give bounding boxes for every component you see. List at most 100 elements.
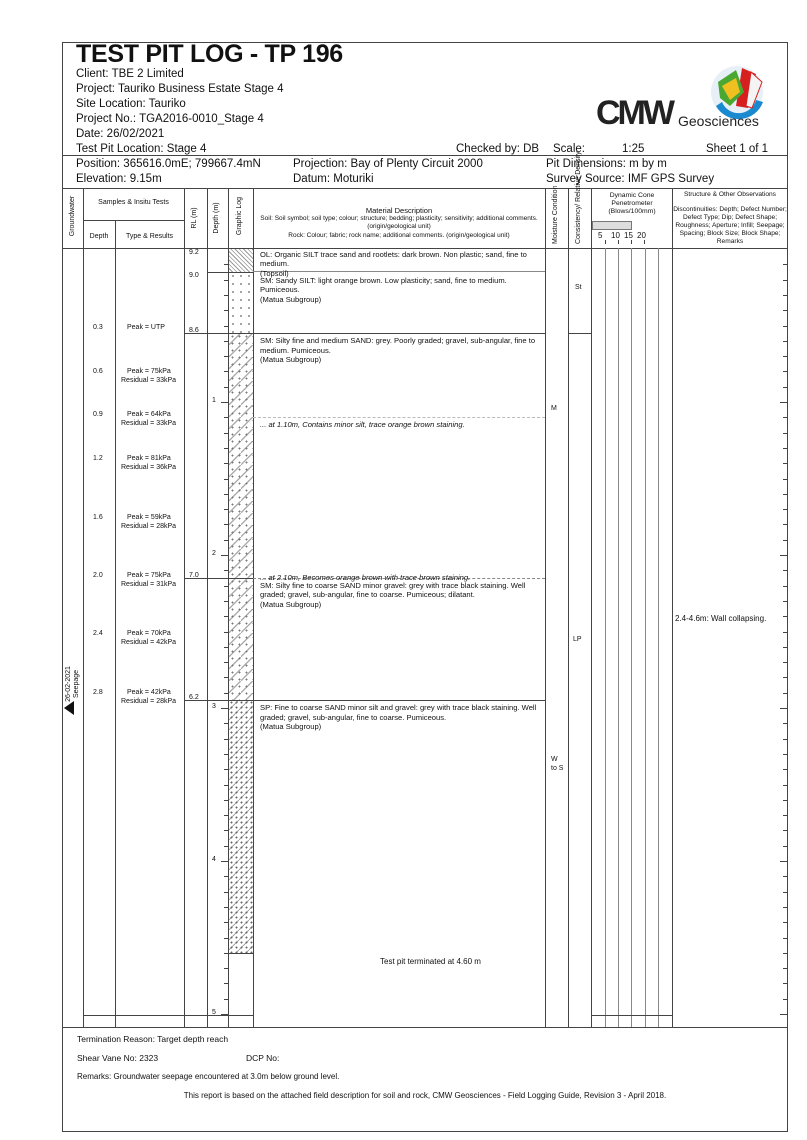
col-graphic-log: Graphic Log [236,196,243,236]
depth-scale-label: 3 [212,703,216,710]
page-depth-tick [783,738,788,740]
column-line [207,188,208,1027]
note-boundary [253,417,545,419]
description-line: SP: Fine to coarse SAND minor silt and g… [260,703,537,722]
depth-tick [224,983,228,985]
consistency-value: St [575,284,582,291]
page-depth-tick [783,294,788,296]
dcp-grid-line [605,248,606,1027]
depth-scale-label: 5 [212,1009,216,1016]
depth-tick [224,417,228,419]
depth-tick [224,646,228,648]
col-structure-sub: Discontinuities: Depth; Defect Number; D… [673,206,787,245]
depth-tick [224,784,228,786]
column-line [83,188,84,1027]
graphic-sand [229,700,253,953]
page-depth-tick [783,340,788,342]
project: Project: Tauriko Business Estate Stage 4 [76,83,284,95]
dcp-no: DCP No: [246,1053,280,1063]
page-depth-tick [783,570,788,572]
page-depth-tick [783,815,788,817]
sample-result: Peak = 75kPa [127,572,171,579]
column-line [228,188,229,1027]
depth-tick [224,815,228,817]
divider [62,248,788,249]
pit-dimensions: Pit Dimensions: m by m [546,158,667,170]
page-depth-tick [783,509,788,511]
layer-description: SM: Sandy SILT: light orange brown. Low … [260,276,540,304]
page-depth-tick [780,708,788,709]
rl-value: 7.0 [189,571,199,579]
svg-text:Geosciences: Geosciences [678,113,759,129]
page-depth-tick [783,952,788,954]
dcp-tick [605,240,606,244]
description-line: (Matua Subgroup) [260,722,322,732]
depth-tick [224,769,228,771]
page-depth-tick [783,600,788,602]
rl-value: 9.0 [189,271,199,279]
sample-depth: 2.0 [93,572,103,579]
page-depth-tick [783,432,788,434]
sample-result: Peak = 64kPa [127,411,171,419]
layer-description: SM: Silty fine to coarse SAND minor grav… [260,581,540,609]
moisture-value: M [551,405,557,412]
sample-depth: 0.3 [93,323,103,331]
page-depth-tick [783,692,788,694]
page-depth-tick [783,769,788,771]
depth-tick [224,662,228,664]
page-depth-tick [783,356,788,358]
termination-text: Test pit terminated at 4.60 m [380,957,481,966]
depth-tick [224,677,228,679]
depth-tick [224,906,228,908]
page-depth-tick [783,631,788,633]
dcp-grid-line [631,248,632,1027]
dcp-tick-label: 15 [624,231,633,240]
divider [62,155,788,156]
page-depth-tick [783,998,788,1000]
depth-tick [224,264,228,266]
column-line [591,188,592,1027]
depth-tick [224,876,228,878]
page-depth-tick [783,876,788,878]
sheet-number: Sheet 1 of 1 [706,143,769,155]
depth-tick [224,356,228,358]
page-title: TEST PIT LOG - TP 196 [76,40,343,68]
column-line [83,1015,253,1016]
depth-tick [224,692,228,694]
page-depth-tick [783,845,788,847]
page-depth-tick [783,616,788,618]
moisture-value: W to S [551,756,564,772]
sample-result: Residual = 28kPa [121,697,177,705]
position: Position: 365616.0mE; 799667.4mN [76,158,261,170]
column-line [115,220,116,1027]
page-depth-tick [783,264,788,266]
page-depth-tick [783,524,788,526]
depth-tick [224,539,228,541]
page-depth-tick [780,861,788,862]
depth-tick [224,570,228,572]
description-line: OL: Organic SILT trace sand and rootlets… [260,250,527,269]
layer-description: OL: Organic SILT trace sand and rootlets… [260,250,540,278]
page-depth-tick [783,310,788,312]
divider [83,220,184,221]
depth-scale-label: 1 [212,397,216,404]
depth-tick [224,524,228,526]
dcp-tick-label: 20 [637,231,646,240]
graphic-topsoil [229,249,253,272]
page-depth-tick [780,1014,788,1015]
rl-value: 9.2 [189,249,199,256]
layer-description: SM: Silty fine and medium SAND: grey. Po… [260,336,540,364]
description-line: SM: Silty fine to coarse SAND minor grav… [260,580,526,600]
column-line [672,188,673,1027]
page-depth-tick [783,371,788,373]
depth-tick [224,310,228,312]
col-dcp: Dynamic Cone Penetrometer (Blows/100mm) [608,192,656,215]
description-line: SM: Sandy SILT: light orange brown. Low … [260,275,507,295]
depth-tick [224,799,228,801]
page-depth-tick [783,753,788,755]
description-line: (Topsoil) [260,268,289,278]
description-line: (Matua Subgroup) [260,294,322,304]
consistency-value: LP [573,636,582,643]
dcp-grid-line [591,1015,672,1016]
